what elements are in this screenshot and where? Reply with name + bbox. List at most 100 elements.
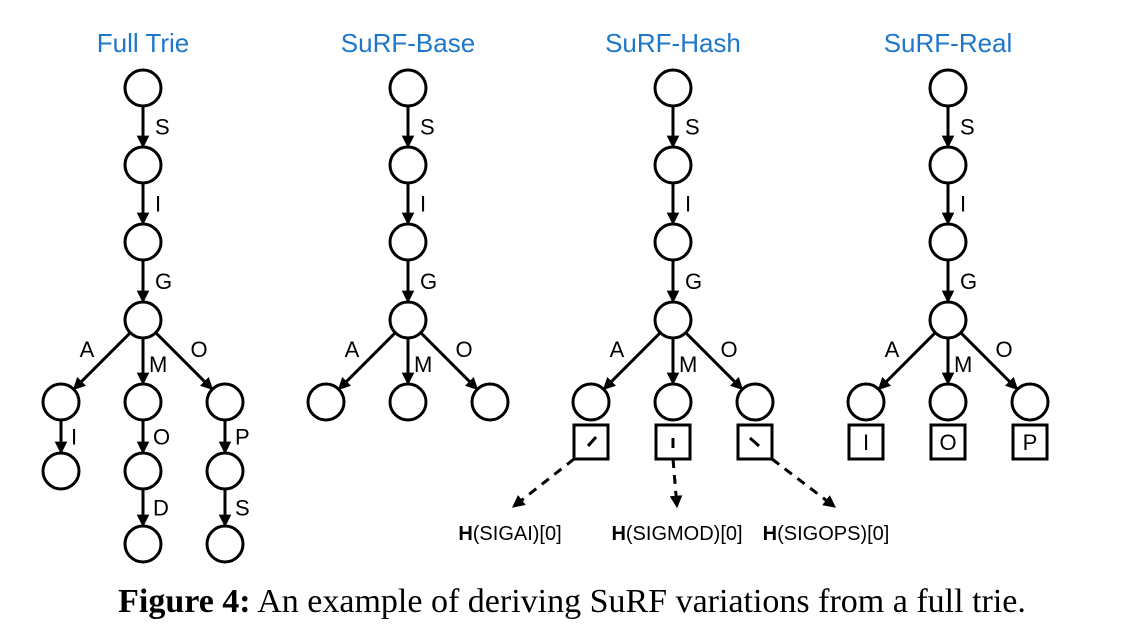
branch-label: A xyxy=(345,337,360,362)
hash-box xyxy=(736,423,774,461)
child-node xyxy=(653,382,693,422)
child-node xyxy=(1010,382,1050,422)
hash-bit-mark xyxy=(586,436,598,447)
branch-label: M xyxy=(679,352,697,377)
hash-arrow xyxy=(512,457,575,509)
edge-label: I xyxy=(155,192,161,217)
trie-node xyxy=(653,68,693,108)
branch-label: M xyxy=(149,352,167,377)
suffix-box-label: P xyxy=(1023,430,1038,455)
hash-argument: (SIGMOD)[0] xyxy=(626,523,743,545)
branch-node xyxy=(653,300,693,340)
branch-label: M xyxy=(954,352,972,377)
child-node xyxy=(306,382,346,422)
hash-arrow xyxy=(771,457,837,509)
branch-label: A xyxy=(80,337,95,362)
figure-caption: Figure 4: An example of deriving SuRF va… xyxy=(0,583,1144,621)
suffix-label: O xyxy=(153,425,170,450)
trie-node xyxy=(123,145,163,185)
hash-function: H xyxy=(611,523,625,545)
panel-title: SuRF-Hash xyxy=(605,28,741,58)
trie-node xyxy=(388,68,428,108)
suffix-box xyxy=(1011,423,1049,461)
hash-label: H(SIGAI)[0] xyxy=(458,523,561,545)
branch-edge xyxy=(337,331,397,391)
child-node xyxy=(846,382,886,422)
caption-figure-number: Figure 4: xyxy=(118,583,251,620)
suffix-node xyxy=(205,524,245,564)
suffix-box xyxy=(847,423,885,461)
suffix-label: I xyxy=(71,425,77,450)
branch-edge xyxy=(602,331,662,391)
branch-label: M xyxy=(414,352,432,377)
child-node xyxy=(928,382,968,422)
suffix-box-label: O xyxy=(939,430,956,455)
branch-edge xyxy=(419,331,479,391)
trie-node xyxy=(928,68,968,108)
suffix-node xyxy=(41,451,81,491)
trie-node xyxy=(123,68,163,108)
edge-label: G xyxy=(155,269,172,294)
hash-label: H(SIGMOD)[0] xyxy=(611,523,742,545)
child-node xyxy=(735,382,775,422)
surf-diagram: Full TrieSIGAIMODOPSSuRF-BaseSIGAMOSuRF-… xyxy=(41,28,1050,564)
branch-edge xyxy=(154,331,214,391)
suffix-box xyxy=(929,423,967,461)
edge-label: I xyxy=(960,192,966,217)
child-node xyxy=(388,382,428,422)
suffix-box-label: I xyxy=(863,430,869,455)
edge-label: G xyxy=(420,269,437,294)
suffix-label: S xyxy=(235,496,250,521)
branch-label: O xyxy=(995,337,1012,362)
branch-label: O xyxy=(190,337,207,362)
branch-label: A xyxy=(885,337,900,362)
child-node xyxy=(41,382,81,422)
branch-node xyxy=(123,300,163,340)
branch-label: O xyxy=(720,337,737,362)
hash-argument: (SIGOPS)[0] xyxy=(777,523,889,545)
edge-label: S xyxy=(685,115,700,140)
suffix-node xyxy=(123,524,163,564)
branch-label: O xyxy=(455,337,472,362)
branch-label: A xyxy=(610,337,625,362)
trie-node xyxy=(123,222,163,262)
branch-edge xyxy=(877,331,937,391)
hash-label: H(SIGOPS)[0] xyxy=(763,523,890,545)
panel-surf-hash: SuRF-HashSIGAH(SIGAI)[0]MH(SIGMOD)[0]OH(… xyxy=(458,28,889,545)
suffix-node xyxy=(205,451,245,491)
hash-function: H xyxy=(458,523,472,545)
panel-title: Full Trie xyxy=(97,28,189,58)
hash-bit-mark xyxy=(749,436,760,448)
hash-arrow xyxy=(669,458,683,509)
branch-edge xyxy=(959,331,1019,391)
child-node xyxy=(470,382,510,422)
caption-text: An example of deriving SuRF variations f… xyxy=(250,583,1026,620)
edge-label: S xyxy=(960,115,975,140)
suffix-label: D xyxy=(153,496,169,521)
branch-node xyxy=(928,300,968,340)
trie-node xyxy=(388,222,428,262)
trie-node xyxy=(653,222,693,262)
suffix-node xyxy=(123,451,163,491)
panel-title: SuRF-Real xyxy=(884,28,1013,58)
child-node xyxy=(205,382,245,422)
edge-label: S xyxy=(420,115,435,140)
edge-label: S xyxy=(155,115,170,140)
trie-node xyxy=(388,145,428,185)
hash-argument: (SIGAI)[0] xyxy=(473,523,562,545)
hash-box xyxy=(572,423,610,461)
edge-label: G xyxy=(960,269,977,294)
hash-function: H xyxy=(763,523,777,545)
branch-edge xyxy=(72,331,132,391)
trie-node xyxy=(928,222,968,262)
edge-label: G xyxy=(685,269,702,294)
trie-node xyxy=(653,145,693,185)
child-node xyxy=(571,382,611,422)
branch-edge xyxy=(684,331,744,391)
trie-node xyxy=(928,145,968,185)
branch-node xyxy=(388,300,428,340)
panel-title: SuRF-Base xyxy=(341,28,475,58)
